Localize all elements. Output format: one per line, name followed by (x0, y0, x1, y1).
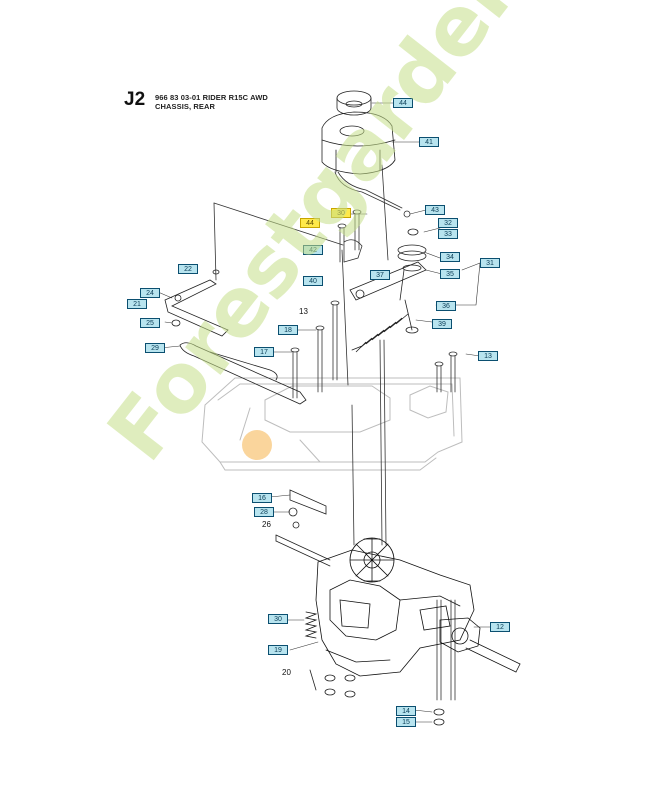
callout-40[interactable]: 40 (303, 276, 323, 286)
upper-bolts (337, 209, 363, 263)
long-bolts (290, 300, 458, 701)
callout-22[interactable]: 22 (178, 264, 198, 274)
callout-44-highlighted[interactable]: 44 (300, 218, 320, 228)
callout-37[interactable]: 37 (370, 270, 390, 280)
section-code: J2 (124, 89, 146, 110)
lower-spring (304, 611, 318, 639)
callout-16[interactable]: 16 (252, 493, 272, 503)
axle-shaft (439, 617, 521, 673)
support-plate (213, 202, 349, 386)
tension-arm (349, 261, 427, 301)
callout-29[interactable]: 29 (145, 343, 165, 353)
callout-32[interactable]: 32 (438, 218, 458, 228)
section-title: CHASSIS, REAR (155, 102, 216, 111)
control-rod (179, 342, 307, 405)
callout-12[interactable]: 12 (490, 622, 510, 632)
callout-36[interactable]: 36 (436, 301, 456, 311)
callout-33[interactable]: 33 (438, 229, 458, 239)
callout-25[interactable]: 25 (140, 318, 160, 328)
lever-plate (164, 269, 229, 337)
part-number-26: 26 (262, 520, 271, 529)
callout-30-highlighted[interactable]: 30 (331, 208, 351, 218)
washers (309, 669, 445, 726)
callout-24[interactable]: 24 (140, 288, 160, 298)
chassis-frame (201, 377, 463, 471)
callout-21[interactable]: 21 (127, 299, 147, 309)
callout-41[interactable]: 41 (419, 137, 439, 147)
callout-13[interactable]: 13 (478, 351, 498, 361)
leader-lines (157, 102, 493, 723)
callout-17[interactable]: 17 (254, 347, 274, 357)
callout-34-right[interactable]: 34 (440, 252, 460, 262)
part-number-13: 13 (299, 307, 308, 316)
callout-42[interactable]: 42 (303, 245, 323, 255)
lower-rods (351, 339, 387, 546)
callout-14[interactable]: 14 (396, 706, 416, 716)
part-number-20: 20 (282, 668, 291, 677)
lower-bracket (275, 489, 331, 567)
callout-19[interactable]: 19 (268, 645, 288, 655)
tension-spring (351, 313, 409, 353)
callout-18[interactable]: 18 (278, 325, 298, 335)
callout-43[interactable]: 43 (425, 205, 445, 215)
fuel-line (334, 164, 411, 261)
model-title: 966 83 03-01 RIDER R15C AWD (155, 93, 268, 102)
fuel-tank (321, 90, 396, 175)
callout-31[interactable]: 31 (480, 258, 500, 268)
callout-30[interactable]: 30 (268, 614, 288, 624)
transaxle (315, 549, 475, 677)
callout-44[interactable]: 44 (393, 98, 413, 108)
pulley-assembly (397, 228, 427, 334)
callout-28[interactable]: 28 (254, 507, 274, 517)
callout-35[interactable]: 35 (440, 269, 460, 279)
callout-39[interactable]: 39 (432, 319, 452, 329)
callout-15[interactable]: 15 (396, 717, 416, 727)
cooling-fan (349, 537, 395, 583)
